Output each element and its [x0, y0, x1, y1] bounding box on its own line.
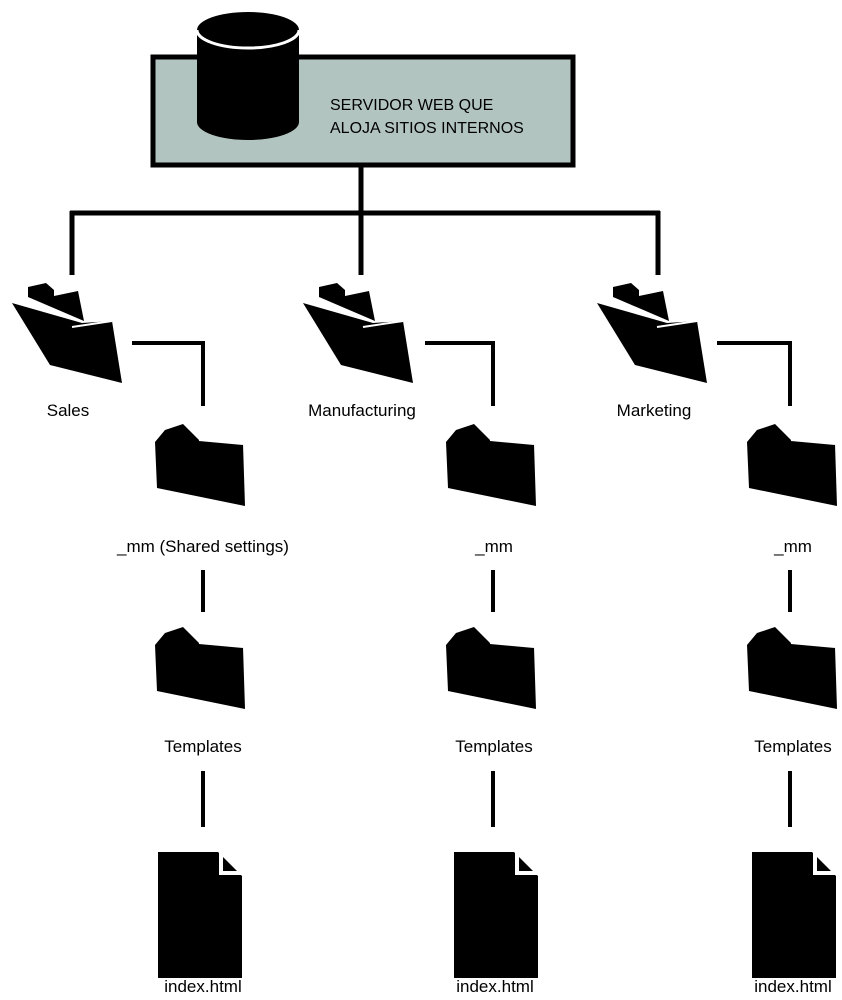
open-folder-icon — [11, 282, 123, 384]
folder-icon — [154, 626, 246, 710]
server-connector-lines — [69, 165, 661, 275]
branch-connector — [132, 341, 205, 406]
server-label-line-2: ALOJA SITIOS INTERNOS — [330, 120, 524, 137]
templates-folder-label: Templates — [455, 737, 532, 756]
templates-folder-label: Templates — [754, 737, 831, 756]
folder-icon — [746, 626, 838, 710]
folder-icon — [154, 423, 246, 507]
open-folder-icon — [302, 282, 414, 384]
site-name-label: Sales — [47, 401, 90, 420]
file-label: index.html — [456, 977, 533, 995]
mm-folder-label: _mm — [773, 537, 812, 556]
file-label: index.html — [754, 977, 831, 995]
branch-connector — [717, 341, 792, 406]
branch-connector — [425, 341, 495, 406]
site-name-label: Marketing — [617, 401, 692, 420]
file-label: index.html — [164, 977, 241, 995]
folder-icon — [445, 626, 537, 710]
site-name-label: Manufacturing — [308, 401, 416, 420]
open-folder-icon — [596, 282, 708, 384]
templates-folder-label: Templates — [164, 737, 241, 756]
file-icon — [452, 850, 540, 980]
mm-folder-label: _mm — [474, 537, 513, 556]
site-marketing: Marketing _mm Templates index.html — [596, 282, 838, 996]
folder-icon — [445, 423, 537, 507]
server-label-line-1: SERVIDOR WEB QUE — [330, 97, 493, 114]
site-sales: Sales _mm (Shared settings) Templates in… — [11, 282, 289, 996]
file-icon — [156, 850, 244, 980]
file-icon — [750, 850, 838, 980]
mm-folder-label: _mm (Shared settings) — [116, 537, 289, 556]
folder-icon — [746, 423, 838, 507]
site-manufacturing: Manufacturing _mm Templates index.html — [302, 282, 540, 996]
database-cylinder-icon — [195, 12, 301, 140]
